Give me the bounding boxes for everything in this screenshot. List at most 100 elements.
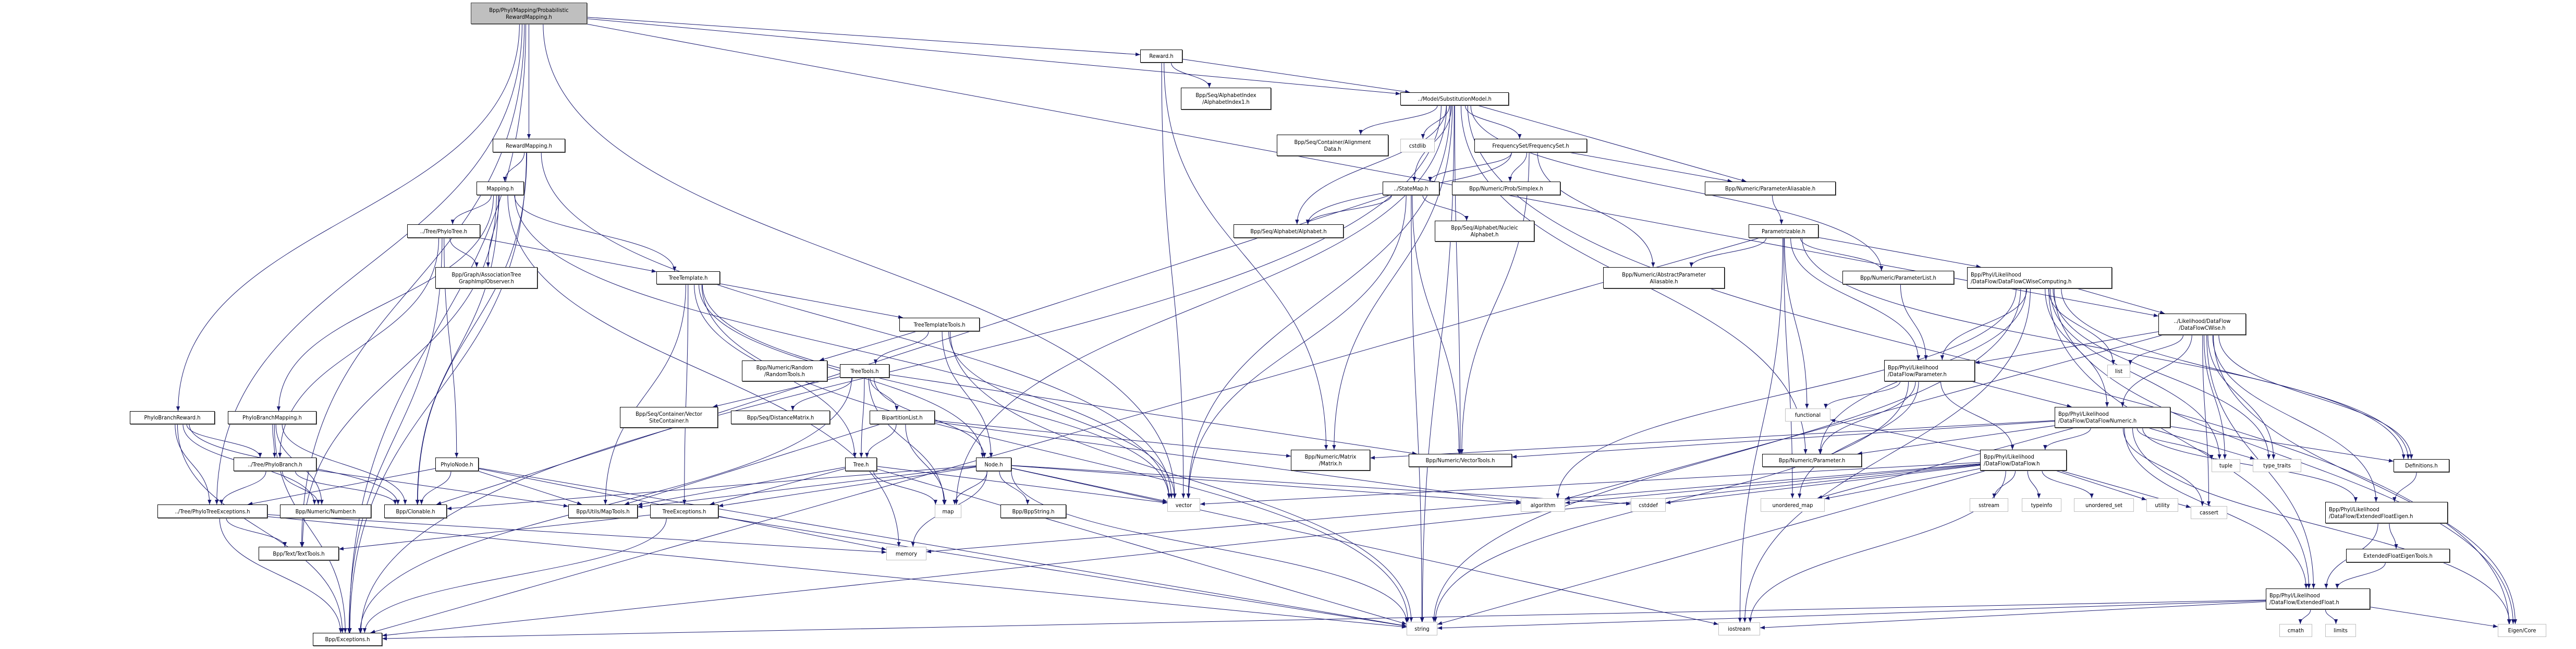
node-dataflow[interactable]: Bpp/Phyl/Likelihood /DataFlow/DataFlow.h (1980, 450, 2067, 471)
node-tree-template[interactable]: TreeTemplate.h (656, 271, 720, 284)
edge-dfnumeric-to-cassert (2122, 427, 2204, 507)
node-alignment-data[interactable]: Bpp/Seq/Container/Alignment Data.h (1277, 135, 1388, 156)
edge-pbmapping-to-phylobranch (272, 424, 277, 458)
node-cstddef: cstddef (1631, 498, 1666, 512)
edge-dfnumeric-to-eigencore (2132, 427, 2512, 624)
edge-phylotreeexc-to-exceptions (219, 518, 343, 633)
edge-dfcwisecomp-to-eigencore (2054, 288, 2515, 624)
edge-submodel-to-cstdlib (1421, 105, 1450, 139)
edge-statemap-to-nucalpha (1422, 195, 1469, 221)
edge-dfparam-to-string (1433, 381, 1909, 622)
node-dataflow-cwise-computing[interactable]: Bpp/Phyl/Likelihood /DataFlow/DataFlowCW… (1967, 267, 2112, 289)
node-extended-float-eigen-tools[interactable]: ExtendedFloatEigenTools.h (2346, 549, 2450, 562)
edge-dfcwise-to-cassert (2202, 334, 2211, 507)
edge-phylobranch-to-phylotreeexc (219, 471, 266, 505)
node-bipartition-list[interactable]: BipartitionList.h (870, 411, 935, 424)
node-parameter-aliasable[interactable]: Bpp/Numeric/ParameterAliasable.h (1705, 182, 1836, 195)
edge-root-to-vector (543, 23, 1177, 499)
edge-reward-to-vector (1161, 62, 1186, 499)
node-tree[interactable]: Tree.h (845, 458, 877, 471)
node-clonable[interactable]: Bpp/Clonable.h (384, 504, 447, 518)
edge-treetools-to-distmatrix (791, 377, 853, 411)
node-phylo-branch-reward[interactable]: PhyloBranchReward.h (130, 411, 215, 424)
edge-dataflow-to-unordered_set (2042, 470, 2094, 499)
node-matrix[interactable]: Bpp/Numeric/Matrix /Matrix.h (1291, 450, 1370, 471)
edge-dfnumeric-to-vectortools (1511, 420, 2055, 459)
edge-extfloateigen-to-extfloateigentools (2389, 523, 2398, 549)
node-map-tools[interactable]: Bpp/Utils/MapTools.h (568, 504, 638, 518)
edge-dfcwise-to-extfloateigen (2212, 334, 2378, 502)
node-simplex[interactable]: Bpp/Numeric/Prob/Simplex.h (1452, 182, 1560, 195)
node-nucleic-alphabet[interactable]: Bpp/Seq/Alphabet/Nucleic Alphabet.h (1435, 221, 1534, 242)
edge-treetemplate-to-vector (702, 284, 1171, 499)
node-substitution-model[interactable]: ../Model/SubstitutionModel.h (1400, 92, 1509, 105)
node-parameter-list[interactable]: Bpp/Numeric/ParameterList.h (1842, 271, 1954, 284)
node-exceptions[interactable]: Bpp/Exceptions.h (313, 633, 382, 646)
edge-dfcwisecomp-to-list (2048, 288, 2115, 365)
edge-treetools-to-bipartition (870, 377, 899, 411)
edge-dataflow-to-memory (926, 463, 1981, 554)
node-extended-float[interactable]: Bpp/Phyl/Likelihood /DataFlow/ExtendedFl… (2266, 588, 2370, 609)
edge-freqset-to-simplex (1508, 152, 1528, 182)
node-iostream: iostream (1718, 622, 1760, 635)
edge-root-to-reward (587, 17, 1141, 56)
node-abstract-parameter-aliasable[interactable]: Bpp/Numeric/AbstractParameter Aliasable.… (1603, 267, 1725, 289)
edge-treetemplatetools-to-node (942, 331, 993, 458)
node-text-tools[interactable]: Bpp/Text/TextTools.h (259, 547, 339, 560)
edge-bipartition-to-matrix (934, 420, 1291, 458)
edge-submodel-to-vectortools (1454, 105, 1462, 454)
node-alphabet-index1[interactable]: Bpp/Seq/AlphabetIndex /AlphabetIndex1.h (1181, 88, 1271, 110)
node-extended-float-eigen[interactable]: Bpp/Phyl/Likelihood /DataFlow/ExtendedFl… (2325, 502, 2448, 523)
node-mapping[interactable]: Mapping.h (477, 182, 524, 195)
node-frequency-set[interactable]: FrequencySet/FrequencySet.h (1474, 139, 1587, 152)
node-numeric-parameter[interactable]: Bpp/Numeric/Parameter.h (1762, 454, 1862, 467)
node-phylo-branch[interactable]: ../Tree/PhyloBranch.h (234, 458, 316, 471)
edge-statemap-to-vector (1187, 195, 1407, 499)
node-state-map[interactable]: ../StateMap.h (1383, 182, 1439, 195)
node-vector-site-container[interactable]: Bpp/Seq/Container/Vector SiteContainer.h (620, 407, 718, 428)
edge-freqset-to-vectortools (1460, 152, 1530, 454)
edge-statemap-to-vectortools (1412, 195, 1461, 454)
node-distance-matrix[interactable]: Bpp/Seq/DistanceMatrix.h (731, 411, 830, 424)
node-phylo-node[interactable]: PhyloNode.h (435, 458, 479, 471)
node-list: list (2107, 365, 2130, 378)
edge-phylobranch-to-clonable (295, 471, 397, 505)
node-map: map (935, 504, 961, 518)
node-tree-template-tools[interactable]: TreeTemplateTools.h (899, 318, 980, 331)
node-vector-tools[interactable]: Bpp/Numeric/VectorTools.h (1409, 454, 1512, 467)
node-random-tools[interactable]: Bpp/Numeric/Random /RandomTools.h (742, 360, 827, 381)
edge-phylotreeexc-to-texttools (226, 518, 287, 547)
node-dataflow-parameter[interactable]: Bpp/Phyl/Likelihood /DataFlow/Parameter.… (1884, 360, 1975, 381)
node-utility: utility (2146, 498, 2178, 512)
node-phylo-branch-mapping[interactable]: PhyloBranchMapping.h (228, 411, 316, 424)
edge-dfnumeric-to-tuple (2137, 427, 2214, 460)
node-tree-tools[interactable]: TreeTools.h (840, 364, 889, 378)
node-parametrizable[interactable]: Parametrizable.h (1749, 224, 1818, 238)
edge-parametrizable-to-dfcwisecomp (1818, 237, 1981, 268)
node-sstream: sstream (1970, 498, 2008, 512)
node-dataflow-cwise[interactable]: ../Likelihood/DataFlow /DataFlowCWise.h (2158, 314, 2246, 335)
edge-dfcwise-to-definitions (2218, 334, 2413, 460)
node-definitions[interactable]: Definitions.h (2394, 459, 2449, 472)
node-alphabet[interactable]: Bpp/Seq/Alphabet/Alphabet.h (1234, 224, 1344, 238)
edge-treeexc-to-texttools (338, 514, 651, 551)
node-phylo-tree[interactable]: ../Tree/PhyloTree.h (407, 224, 480, 238)
edge-freqset-to-absparamalias (1537, 152, 1655, 268)
edge-dataflow-to-iostream (1748, 470, 2006, 623)
node-dataflow-numeric[interactable]: Bpp/Phyl/Likelihood /DataFlow/DataFlowNu… (2055, 407, 2170, 428)
node-phylo-tree-exceptions[interactable]: ../Tree/PhyloTreeExceptions.h (157, 504, 267, 518)
edge-submodel-to-aligndata (1359, 105, 1438, 135)
node-bpp-string[interactable]: Bpp/BppString.h (1000, 504, 1066, 518)
edge-dfcwisecomp-to-definitions (2061, 288, 2410, 460)
node-reward-mapping[interactable]: RewardMapping.h (493, 139, 565, 152)
edge-dfcwisecomp-to-iostream (1743, 288, 2031, 623)
node-node[interactable]: Node.h (976, 458, 1011, 471)
node-reward[interactable]: Reward.h (1140, 50, 1182, 63)
node-number[interactable]: Bpp/Numeric/Number.h (280, 504, 371, 518)
node-functional: functional (1785, 408, 1830, 422)
edge-dataflow-to-sstream (1992, 470, 2016, 499)
node-association-tree-graph-observer[interactable]: Bpp/Graph/AssociationTree GraphImplObser… (435, 267, 538, 289)
edge-submodel-to-map (954, 105, 1447, 505)
edge-dfcwisecomp-to-string (1432, 288, 2021, 622)
node-tree-exceptions[interactable]: TreeExceptions.h (650, 504, 718, 518)
